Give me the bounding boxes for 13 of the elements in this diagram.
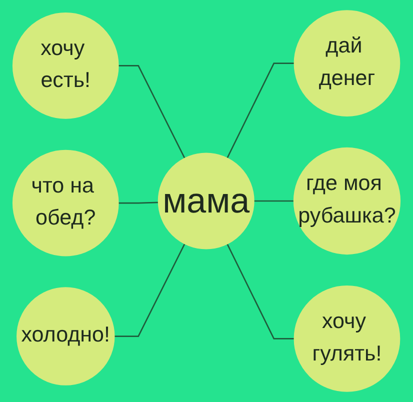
node-circle: хочу гулять! (294, 286, 400, 392)
node-circle: что на обед? (12, 150, 119, 256)
node-circle: холодно! (16, 287, 115, 386)
connector (254, 200, 294, 202)
connector (118, 65, 186, 159)
connector (226, 243, 294, 340)
node-circle: мама (158, 152, 254, 250)
connector (114, 243, 186, 337)
node-circle: где моя рубашка? (293, 147, 401, 255)
connector (226, 62, 294, 159)
connector (118, 202, 159, 204)
node-circle: хочу есть! (12, 12, 119, 119)
node-circle: дай денег (294, 10, 400, 116)
